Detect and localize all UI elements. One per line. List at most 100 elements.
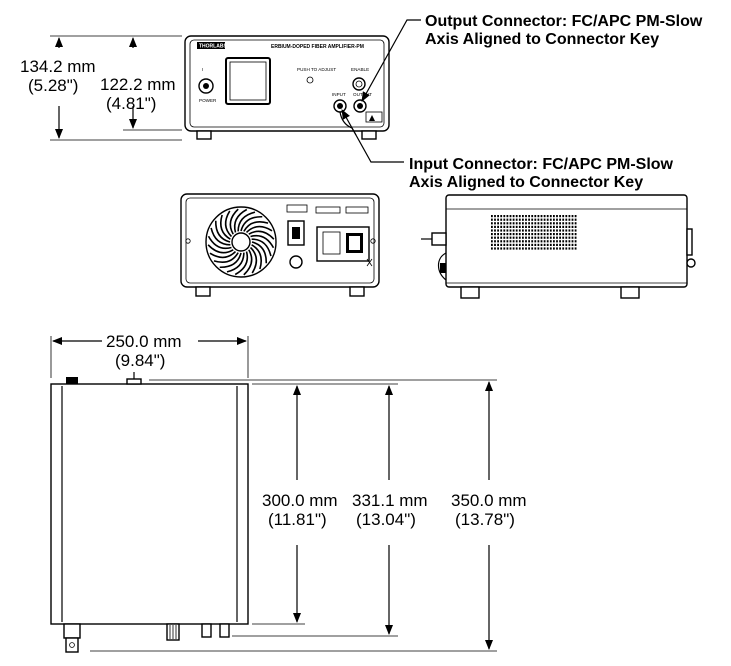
vent-hole	[506, 225, 509, 228]
dim-depth-lines	[90, 379, 497, 652]
vent-hole	[562, 240, 565, 243]
input-callout: Input Connector: FC/APC PM-Slow Axis Ali…	[341, 109, 674, 191]
vent-hole	[518, 247, 521, 250]
vent-hole	[546, 229, 549, 232]
depth-total-mm: 350.0 mm	[451, 491, 527, 510]
output-callout: Output Connector: FC/APC PM-Slow Axis Al…	[361, 13, 703, 102]
vent-hole	[534, 236, 537, 239]
vent-hole	[522, 240, 524, 243]
vent-hole	[553, 218, 555, 221]
vent-hole	[494, 225, 496, 228]
vent-hole	[549, 240, 552, 243]
vent-hole	[559, 218, 561, 221]
vent-hole	[522, 229, 524, 232]
input-callout-line2: Axis Aligned to Connector Key	[409, 174, 643, 191]
push-adjust-label: PUSH TO ADJUST	[297, 67, 336, 72]
rear-view	[180, 193, 380, 297]
vent-hole	[546, 236, 549, 239]
vent-hole	[568, 233, 571, 236]
vent-hole	[494, 243, 496, 246]
vent-hole	[543, 229, 546, 232]
vent-hole	[512, 243, 515, 246]
vent-hole	[518, 218, 521, 221]
vent-hole	[540, 236, 543, 239]
top-key-icon	[63, 623, 81, 639]
fan-blade	[251, 244, 263, 270]
vent-hole	[537, 243, 540, 246]
vent-hole	[574, 243, 577, 246]
vent-hole	[546, 222, 549, 225]
fan-blade	[207, 244, 234, 254]
vent-hole	[565, 215, 568, 218]
vent-hole	[565, 240, 568, 243]
vent-hole	[509, 247, 512, 250]
vent-hole	[503, 218, 506, 221]
vent-hole	[540, 247, 543, 250]
vent-hole	[562, 218, 565, 221]
vent-hole	[537, 233, 540, 236]
top-panel	[50, 383, 249, 625]
vent-hole	[540, 243, 543, 246]
height-total-in: (5.28")	[28, 76, 78, 95]
vent-hole	[562, 236, 565, 239]
vent-hole	[562, 233, 565, 236]
vent-hole	[525, 240, 527, 243]
vent-hole	[522, 247, 524, 250]
front-foot-right	[361, 130, 377, 140]
vent-hole	[549, 243, 552, 246]
vent-hole	[509, 222, 512, 225]
vent-hole	[500, 215, 503, 218]
vent-hole	[503, 240, 506, 243]
vent-hole	[549, 229, 552, 232]
vent-hole	[574, 236, 577, 239]
vent-hole	[491, 222, 493, 225]
vent-hole	[571, 240, 574, 243]
dim-height-total: 134.2 mm (5.28")	[20, 35, 182, 141]
front-foot-left	[196, 130, 212, 140]
vent-hole	[549, 236, 552, 239]
vent-hole	[531, 215, 534, 218]
side-view	[421, 194, 696, 299]
vent-hole	[525, 222, 527, 225]
vent-hole	[534, 225, 537, 228]
vent-hole	[537, 215, 540, 218]
vent-hole	[534, 243, 537, 246]
vent-hole	[522, 218, 524, 221]
vent-hole	[509, 218, 512, 221]
enable-label: ENABLE	[351, 67, 369, 72]
vent-hole	[518, 243, 521, 246]
vent-hole	[497, 247, 499, 250]
vent-hole	[528, 236, 530, 239]
warning-label-icon	[365, 111, 383, 123]
vent-hole	[534, 247, 537, 250]
vent-hole	[491, 229, 493, 232]
fan-blade	[224, 210, 233, 238]
vent-hole	[512, 225, 515, 228]
vent-hole	[546, 243, 549, 246]
vent-hole	[543, 222, 546, 225]
vent-hole	[491, 247, 493, 250]
fan-blade	[245, 225, 273, 234]
vent-hole	[559, 243, 561, 246]
vent-hole	[543, 215, 546, 218]
vent-hole	[546, 233, 549, 236]
vent-hole	[574, 233, 577, 236]
vent-hole	[500, 229, 503, 232]
vent-hole	[556, 236, 558, 239]
vent-hole	[512, 240, 515, 243]
vent-hole	[497, 215, 499, 218]
height-body-in: (4.81")	[106, 94, 156, 113]
depth-total-in: (13.78")	[455, 510, 515, 529]
vent-hole	[543, 225, 546, 228]
vent-hole	[540, 240, 543, 243]
fan-blade	[249, 246, 258, 274]
vent-hole	[546, 247, 549, 250]
vent-hole	[491, 215, 493, 218]
vent-hole	[574, 240, 577, 243]
vent-grid-icon	[491, 215, 577, 250]
vent-hole	[543, 218, 546, 221]
fan-blade	[251, 238, 272, 257]
vent-hole	[565, 225, 568, 228]
vent-hole	[540, 215, 543, 218]
vent-hole	[503, 233, 506, 236]
